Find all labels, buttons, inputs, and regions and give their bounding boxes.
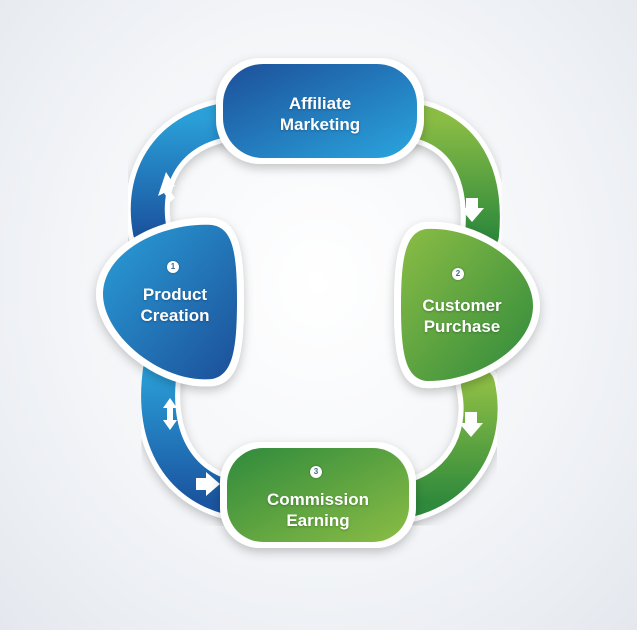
- flow-arrows: [158, 172, 484, 496]
- node-commission-earning: [220, 442, 416, 548]
- label-line: Commission: [266, 490, 370, 509]
- label-affiliate-marketing: Affiliate Marketing: [223, 93, 417, 135]
- arrow-up-icon: [158, 172, 175, 202]
- label-line: Customer: [422, 296, 502, 315]
- label-line: Affiliate: [288, 94, 352, 113]
- label-line: Purchase: [423, 317, 501, 336]
- label-line: Creation: [140, 306, 210, 325]
- node-product-creation: [96, 217, 244, 387]
- label-customer-purchase: Customer Purchase: [396, 295, 528, 337]
- step-badge: 1: [167, 261, 179, 273]
- label-commission-earning: Commission Earning: [227, 489, 409, 531]
- label-product-creation: Product Creation: [108, 284, 242, 326]
- step-badge: 3: [310, 466, 322, 478]
- arrow-down-icon: [459, 412, 483, 437]
- arrow-down-icon: [460, 198, 484, 222]
- label-line: Earning: [286, 511, 350, 530]
- step-badge: 2: [452, 268, 464, 280]
- arrow-right-icon: [196, 472, 220, 496]
- label-line: Marketing: [279, 115, 361, 134]
- node-customer-purchase: [394, 221, 540, 389]
- arrow-updown-icon: [163, 398, 177, 430]
- label-line: Product: [142, 285, 208, 304]
- node-affiliate-marketing: [216, 58, 424, 164]
